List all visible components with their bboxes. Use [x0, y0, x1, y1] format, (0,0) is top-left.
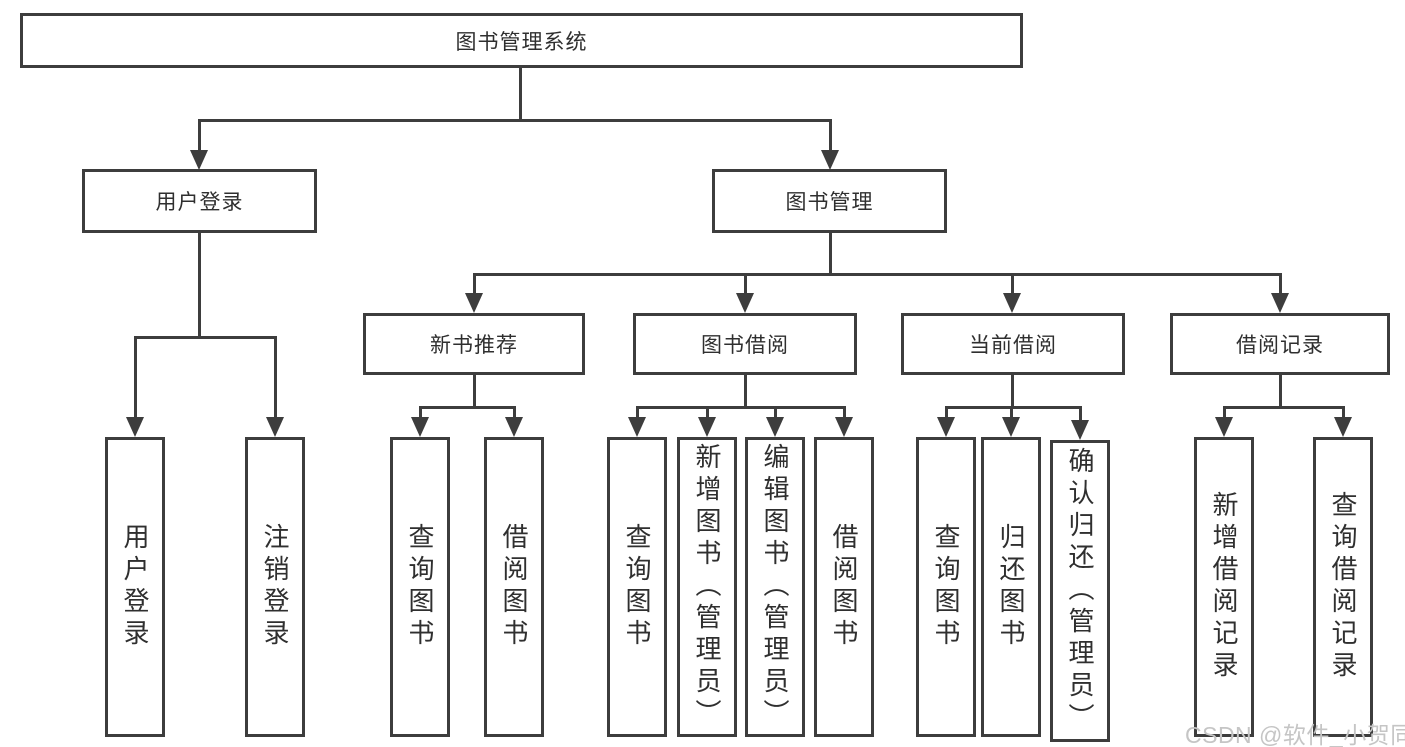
connector-line [1279, 375, 1282, 406]
leaf-borrow-books: 借阅图书 [814, 437, 874, 737]
leaf-recommend-query-books: 查询图书 [390, 437, 450, 737]
connector-line [774, 406, 777, 417]
connector-line [473, 375, 476, 406]
node-borrow-records: 借阅记录 [1170, 313, 1390, 375]
arrowhead-down-icon [1003, 293, 1021, 313]
connector-line [134, 336, 137, 417]
arrowhead-down-icon [937, 417, 955, 437]
connector-line [1011, 273, 1014, 293]
arrowhead-down-icon [505, 417, 523, 437]
connector-line [945, 406, 1082, 409]
arrowhead-down-icon [766, 417, 784, 437]
leaf-current-query-books: 查询图书 [916, 437, 976, 737]
leaf-logout: 注销登录 [245, 437, 305, 737]
arrowhead-down-icon [1215, 417, 1233, 437]
connector-line [419, 406, 516, 409]
connector-line [1223, 406, 1226, 417]
connector-line [1342, 406, 1345, 417]
connector-line [1011, 375, 1014, 406]
arrowhead-down-icon [190, 150, 208, 170]
connector-line [473, 273, 1282, 276]
node-root-library-system: 图书管理系统 [20, 13, 1023, 68]
node-current-borrow: 当前借阅 [901, 313, 1125, 375]
leaf-return-books: 归还图书 [981, 437, 1041, 737]
connector-line [706, 406, 709, 417]
connector-line [744, 273, 747, 293]
leaf-add-borrow-record: 新增借阅记录 [1194, 437, 1254, 737]
connector-line [829, 233, 832, 273]
connector-line [1010, 406, 1013, 417]
connector-line [1079, 406, 1082, 420]
leaf-add-books-admin: 新增图书（管理员） [677, 437, 737, 737]
arrowhead-down-icon [1271, 293, 1289, 313]
connector-line [519, 68, 522, 119]
connector-line [134, 336, 276, 339]
connector-line [198, 119, 201, 150]
arrowhead-down-icon [465, 293, 483, 313]
connector-line [473, 273, 476, 293]
arrowhead-down-icon [1002, 417, 1020, 437]
connector-line [198, 233, 201, 336]
leaf-confirm-return-admin: 确认归还（管理员） [1050, 440, 1110, 742]
arrowhead-down-icon [1071, 420, 1089, 440]
connector-line [636, 406, 845, 409]
connector-line [945, 406, 948, 417]
leaf-borrow-query-books: 查询图书 [607, 437, 667, 737]
arrowhead-down-icon [835, 417, 853, 437]
arrowhead-down-icon [411, 417, 429, 437]
node-book-borrow: 图书借阅 [633, 313, 857, 375]
arrowhead-down-icon [126, 417, 144, 437]
connector-line [198, 119, 832, 122]
connector-line [1223, 406, 1345, 409]
leaf-query-borrow-record: 查询借阅记录 [1313, 437, 1373, 737]
connector-line [843, 406, 846, 417]
connector-line [274, 336, 277, 417]
connector-line [1279, 273, 1282, 293]
arrowhead-down-icon [736, 293, 754, 313]
arrowhead-down-icon [1334, 417, 1352, 437]
connector-line [419, 406, 422, 417]
arrowhead-down-icon [628, 417, 646, 437]
connector-line [744, 375, 747, 406]
leaf-edit-books-admin: 编辑图书（管理员） [745, 437, 805, 737]
arrowhead-down-icon [266, 417, 284, 437]
node-book-management: 图书管理 [712, 169, 947, 233]
csdn-watermark: CSDN @软件_小贺同学 [1185, 722, 1405, 747]
leaf-user-login: 用户登录 [105, 437, 165, 737]
leaf-recommend-borrow-books: 借阅图书 [484, 437, 544, 737]
connector-line [513, 406, 516, 417]
node-user-login: 用户登录 [82, 169, 317, 233]
connector-line [829, 119, 832, 150]
node-new-book-recommend: 新书推荐 [363, 313, 585, 375]
connector-line [636, 406, 639, 417]
arrowhead-down-icon [698, 417, 716, 437]
arrowhead-down-icon [821, 150, 839, 170]
